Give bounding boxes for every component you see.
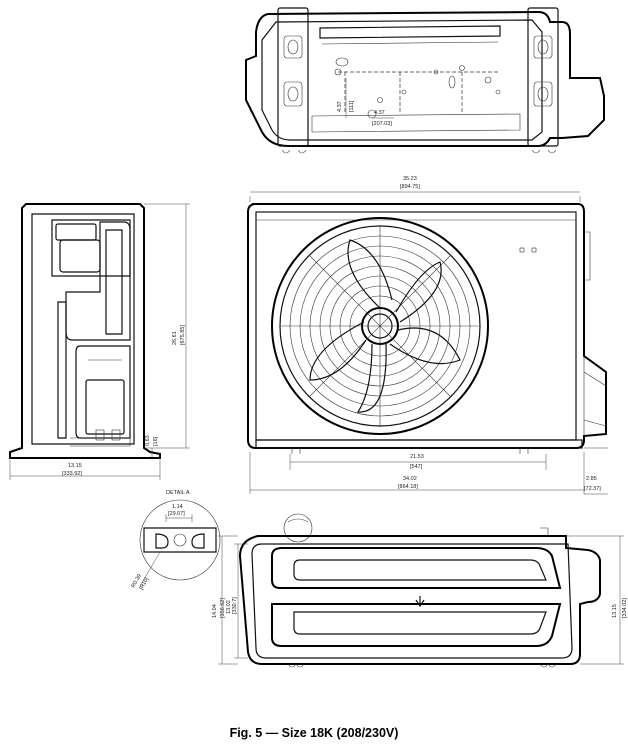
fan-grille (271, 217, 489, 435)
dim-top-inner-mm: [111] (349, 100, 355, 112)
dim-side-foot-mm: [16] (153, 436, 159, 446)
dim-front-height-mm: [675.85] (180, 325, 186, 345)
dim-bottom-right-mm: [334.02] (622, 598, 628, 618)
dim-front-width-mm: [894.75] (400, 184, 420, 190)
dim-top-inner: 4.37 (337, 101, 343, 112)
dim-bottom-right: 13.15 (612, 604, 618, 618)
bottom-view: 14.04 [356.62] 13.02 [330.7] 13.15 [334.… (212, 513, 628, 668)
dim-base-span-mm: [547] (410, 464, 423, 470)
dim-bottom-inner: 13.02 (226, 600, 232, 614)
dim-overall-width-mm: [864.18] (398, 484, 418, 490)
detail-label: DETAIL A (166, 490, 190, 496)
dim-side-foot: 0.63 (145, 435, 151, 446)
detail-a: DETAIL A 1.14 [29.07] R0.39 [R10] (131, 490, 221, 591)
dim-bottom-inner-mm: [330.7] (232, 597, 238, 614)
dim-overall-width: 34.02 (403, 476, 417, 482)
dim-side-base-mm: [333.92] (62, 471, 82, 477)
figure-caption: Fig. 5 — Size 18K (208/230V) (229, 726, 399, 740)
dim-right-offset: 2.85 (586, 476, 597, 482)
dim-front-height: 26.61 (172, 331, 178, 345)
dim-right-offset-mm: [72.37] (584, 486, 601, 492)
front-view: 35.23 [894.75] (247, 176, 608, 495)
dim-front-width: 35.23 (403, 176, 417, 182)
dim-detail-slot-mm: [29.07] (168, 511, 185, 517)
dim-top-offset: 4.37 (374, 110, 385, 116)
dim-base-span: 21.53 (410, 454, 424, 460)
dim-bottom-depth-mm: [356.62] (220, 598, 226, 618)
dim-top-offset-mm: [207.03] (372, 121, 392, 127)
top-view: 4.37 [111] 4.37 [207.03] (245, 7, 605, 154)
side-view: 26.61 [675.85] 13.15 [333.92] 0.63 [16] (9, 203, 190, 480)
dim-detail-slot: 1.14 (172, 504, 183, 510)
dim-side-base: 13.15 (68, 463, 82, 469)
dim-bottom-depth: 14.04 (212, 604, 218, 618)
